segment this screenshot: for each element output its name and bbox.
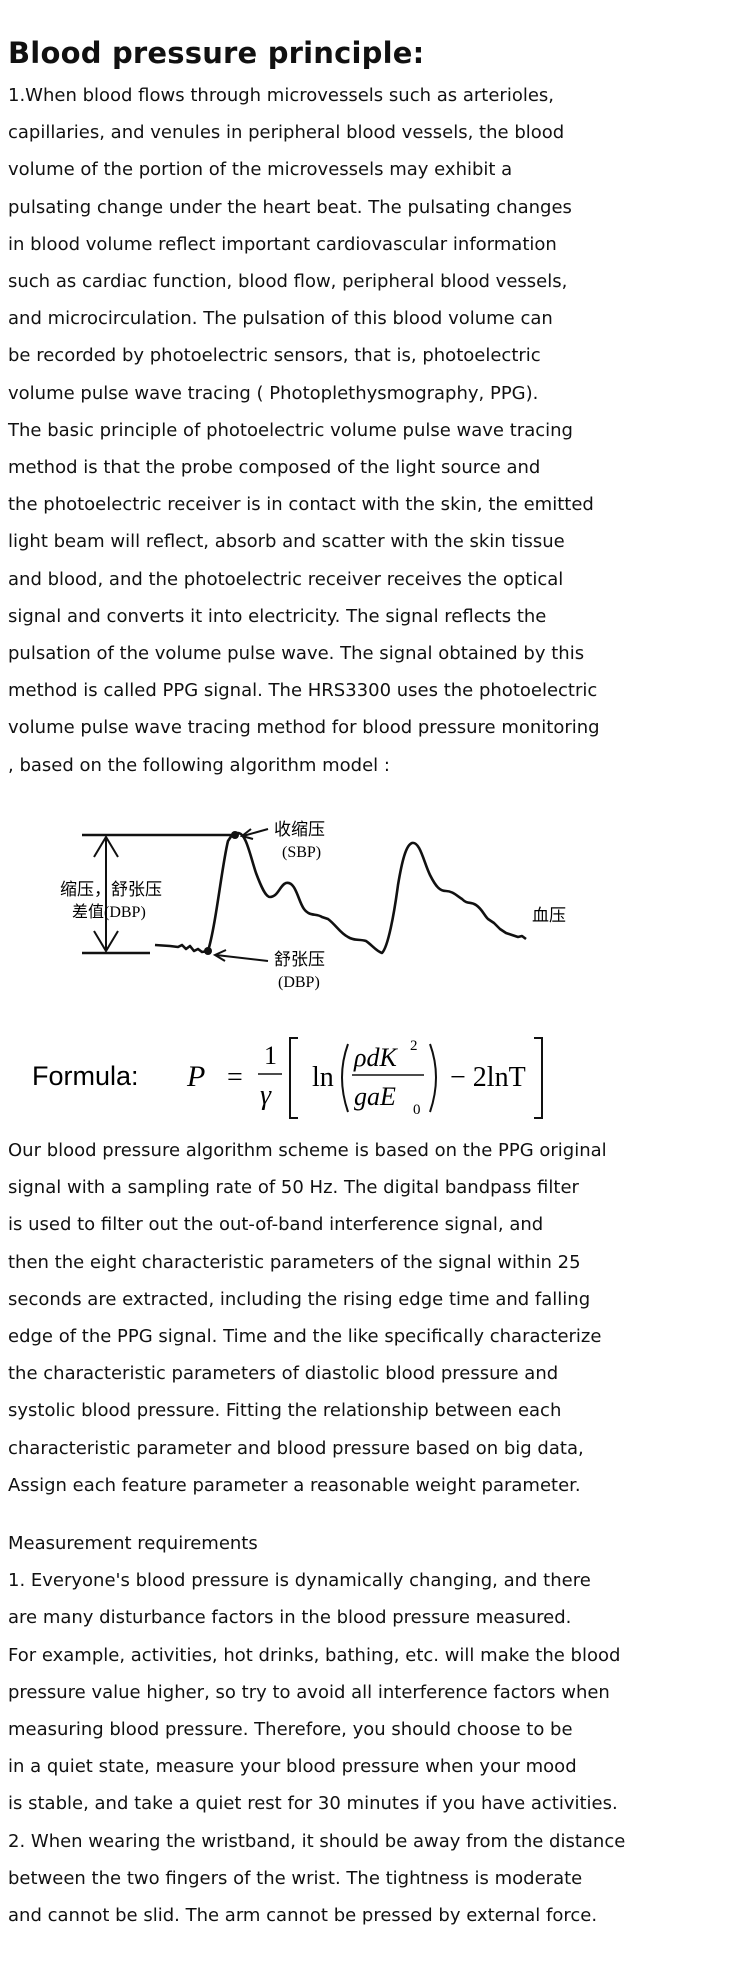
formula-left-bracket — [289, 1037, 298, 1119]
text-line: Measurement requirements — [8, 1533, 258, 1554]
text-line: 2. When wearing the wristband, it should… — [8, 1830, 626, 1852]
text-line: edge of the PPG signal. Time and the lik… — [8, 1326, 602, 1348]
text-line: volume pulse wave tracing ( Photoplethys… — [8, 382, 539, 404]
sbp-label-en: (SBP) — [282, 844, 321, 861]
ppg-waveform-trace — [154, 831, 527, 955]
text-line: , based on the following algorithm model… — [8, 754, 390, 776]
text-line: seconds are extracted, including the ris… — [8, 1288, 591, 1310]
formula-right-paren — [429, 1043, 437, 1113]
text-line: the photoelectric receiver is in contact… — [8, 494, 594, 516]
text-line: light beam will reflect, absorb and scat… — [8, 531, 565, 553]
formula-right-bracket — [534, 1037, 543, 1119]
page-title: Blood pressure principle: — [8, 36, 425, 70]
text-line: capillaries, and venules in peripheral b… — [8, 122, 565, 144]
formula-inner-denominator: gaE — [354, 1082, 396, 1111]
text-line: signal with a sampling rate of 50 Hz. Th… — [8, 1177, 579, 1199]
difference-label-en: 差值(DBP) — [72, 903, 146, 921]
text-line: characteristic parameter and blood press… — [8, 1437, 584, 1459]
text-line: 1. Everyone's blood pressure is dynamica… — [8, 1570, 591, 1592]
ppg-waveform-figure: 收缩压 (SBP) 缩压，舒张压 差值(DBP) 血压 舒张压 (DBP) — [60, 805, 700, 1020]
formula-left-paren — [341, 1043, 349, 1113]
text-line: are many disturbance factors in the bloo… — [8, 1607, 572, 1629]
dbp-pointer-icon — [212, 949, 227, 962]
text-line: The basic principle of photoelectric vol… — [8, 419, 573, 441]
formula-equals: = — [227, 1062, 243, 1093]
sbp-point — [231, 831, 239, 839]
formula-inner-denominator-sub: 0 — [413, 1102, 421, 1118]
difference-label-cn: 缩压，舒张压 — [60, 880, 162, 899]
text-line: pulsating change under the heart beat. T… — [8, 196, 572, 218]
formula-lhs: P — [186, 1060, 205, 1093]
formula-svg: Formula: P = 1 γ ln ρdK 2 gaE 0 − 2lnT — [32, 1037, 543, 1119]
text-line: volume of the portion of the microvessel… — [8, 159, 513, 181]
text-line: signal and converts it into electricity.… — [8, 605, 547, 627]
text-line: between the two fingers of the wrist. Th… — [8, 1867, 583, 1889]
text-line: 1.When blood flows through microvessels … — [8, 85, 555, 106]
text-line: For example, activities, hot drinks, bat… — [8, 1644, 621, 1666]
formula-numerator: 1 — [264, 1041, 277, 1070]
sbp-label-cn: 收缩压 — [274, 820, 325, 839]
text-line: the characteristic parameters of diastol… — [8, 1363, 559, 1385]
formula-block: Formula: P = 1 γ ln ρdK 2 gaE 0 − 2lnT — [32, 1030, 712, 1125]
ppg-waveform-svg: 收缩压 (SBP) 缩压，舒张压 差值(DBP) 血压 舒张压 (DBP) — [60, 820, 566, 991]
requirements-paragraph: Measurement requirements 1. Everyone's bl… — [8, 1525, 744, 1934]
text-line: systolic blood pressure. Fitting the rel… — [8, 1400, 562, 1422]
text-line: Assign each feature parameter a reasonab… — [8, 1474, 581, 1496]
formula-inner-numerator: ρdK — [353, 1043, 398, 1072]
text-line: in blood volume reflect important cardio… — [8, 233, 557, 255]
text-line: pressure value higher, so try to avoid a… — [8, 1681, 610, 1703]
intro-paragraph: 1.When blood flows through microvessels … — [8, 77, 744, 784]
sbp-pointer-icon — [239, 828, 254, 840]
formula-minus-term: − 2lnT — [450, 1062, 526, 1093]
text-line: and cannot be slid. The arm cannot be pr… — [8, 1905, 598, 1927]
text-line: method is called PPG signal. The HRS3300… — [8, 680, 598, 702]
text-line: then the eight characteristic parameters… — [8, 1251, 581, 1273]
dbp-pointer-line — [215, 954, 269, 962]
dbp-point — [204, 947, 212, 955]
text-line: Our blood pressure algorithm scheme is b… — [8, 1140, 607, 1161]
blood-pressure-label: 血压 — [532, 906, 566, 925]
text-line: is used to filter out the out-of-band in… — [8, 1214, 544, 1236]
text-line: in a quiet state, measure your blood pre… — [8, 1756, 577, 1778]
text-line: and microcirculation. The pulsation of t… — [8, 308, 553, 330]
algorithm-paragraph: Our blood pressure algorithm scheme is b… — [8, 1132, 744, 1504]
dbp-label-en: (DBP) — [278, 974, 320, 991]
text-line: method is that the probe composed of the… — [8, 457, 541, 479]
text-line: is stable, and take a quiet rest for 30 … — [8, 1793, 618, 1815]
text-line: be recorded by photoelectric sensors, th… — [8, 345, 541, 367]
text-line: pulsation of the volume pulse wave. The … — [8, 643, 585, 665]
dbp-label-cn: 舒张压 — [274, 950, 325, 969]
formula-denominator: γ — [260, 1080, 272, 1111]
arrow-down-icon — [93, 930, 119, 953]
text-line: measuring blood pressure. Therefore, you… — [8, 1719, 573, 1741]
sbp-pointer-line — [242, 828, 269, 837]
text-line: and blood, and the photoelectric receive… — [8, 568, 564, 590]
formula-ln: ln — [312, 1062, 334, 1093]
arrow-up-icon — [93, 835, 119, 858]
formula-label: Formula: — [32, 1061, 139, 1091]
formula-inner-numerator-sup: 2 — [410, 1038, 418, 1054]
text-line: such as cardiac function, blood flow, pe… — [8, 271, 568, 293]
text-line: volume pulse wave tracing method for blo… — [8, 717, 600, 739]
